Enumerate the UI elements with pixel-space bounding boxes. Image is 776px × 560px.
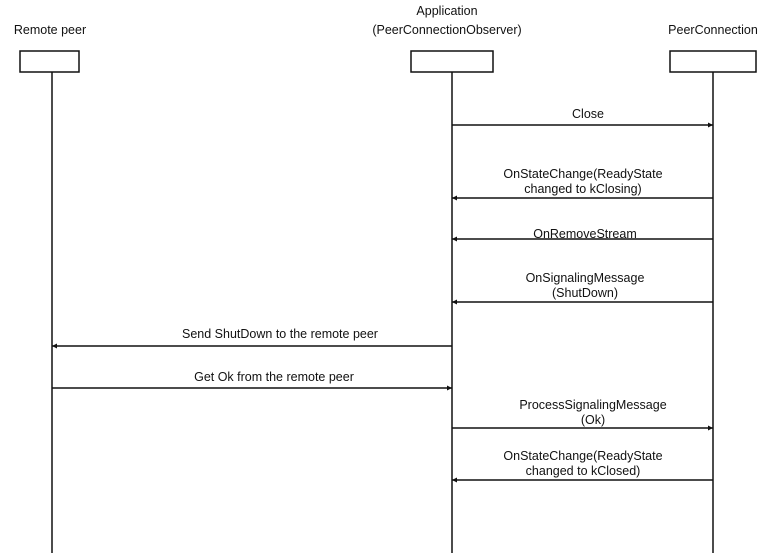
message-onstatechange-closing: OnStateChange(ReadyState changed to kClo… bbox=[452, 167, 713, 201]
message-label: (ShutDown) bbox=[552, 286, 618, 300]
participant-label: (PeerConnectionObserver) bbox=[372, 23, 521, 37]
message-label: Get Ok from the remote peer bbox=[194, 370, 354, 384]
message-label: changed to kClosed) bbox=[526, 464, 641, 478]
messages: Close OnStateChange(ReadyState changed t… bbox=[52, 107, 713, 483]
message-label: Send ShutDown to the remote peer bbox=[182, 327, 378, 341]
participant-application: Application (PeerConnectionObserver) bbox=[372, 4, 522, 553]
participant-box bbox=[410, 50, 494, 73]
participant-label: PeerConnection bbox=[668, 23, 758, 37]
participant-peerconnection: PeerConnection bbox=[668, 23, 758, 553]
message-label: ProcessSignalingMessage bbox=[519, 398, 666, 412]
message-label: (Ok) bbox=[581, 413, 605, 427]
message-onremovestream: OnRemoveStream bbox=[452, 227, 713, 242]
participant-remote-peer: Remote peer bbox=[14, 23, 86, 553]
message-get-ok: Get Ok from the remote peer bbox=[52, 370, 452, 391]
message-send-shutdown: Send ShutDown to the remote peer bbox=[52, 327, 452, 349]
message-onstatechange-closed: OnStateChange(ReadyState changed to kClo… bbox=[452, 449, 713, 483]
message-label: OnSignalingMessage bbox=[526, 271, 645, 285]
participant-box bbox=[19, 50, 80, 73]
participant-label: Application bbox=[416, 4, 477, 18]
participants: Remote peer Application (PeerConnectionO… bbox=[14, 4, 758, 553]
message-close: Close bbox=[452, 107, 713, 128]
participant-label: Remote peer bbox=[14, 23, 86, 37]
message-label: OnStateChange(ReadyState bbox=[503, 167, 662, 181]
message-processsignalingmessage: ProcessSignalingMessage (Ok) bbox=[452, 398, 713, 431]
participant-box bbox=[669, 50, 757, 73]
message-label: OnStateChange(ReadyState bbox=[503, 449, 662, 463]
message-label: Close bbox=[572, 107, 604, 121]
message-onsignalingmessage: OnSignalingMessage (ShutDown) bbox=[452, 271, 713, 305]
message-label: changed to kClosing) bbox=[524, 182, 641, 196]
message-label: OnRemoveStream bbox=[533, 227, 637, 241]
